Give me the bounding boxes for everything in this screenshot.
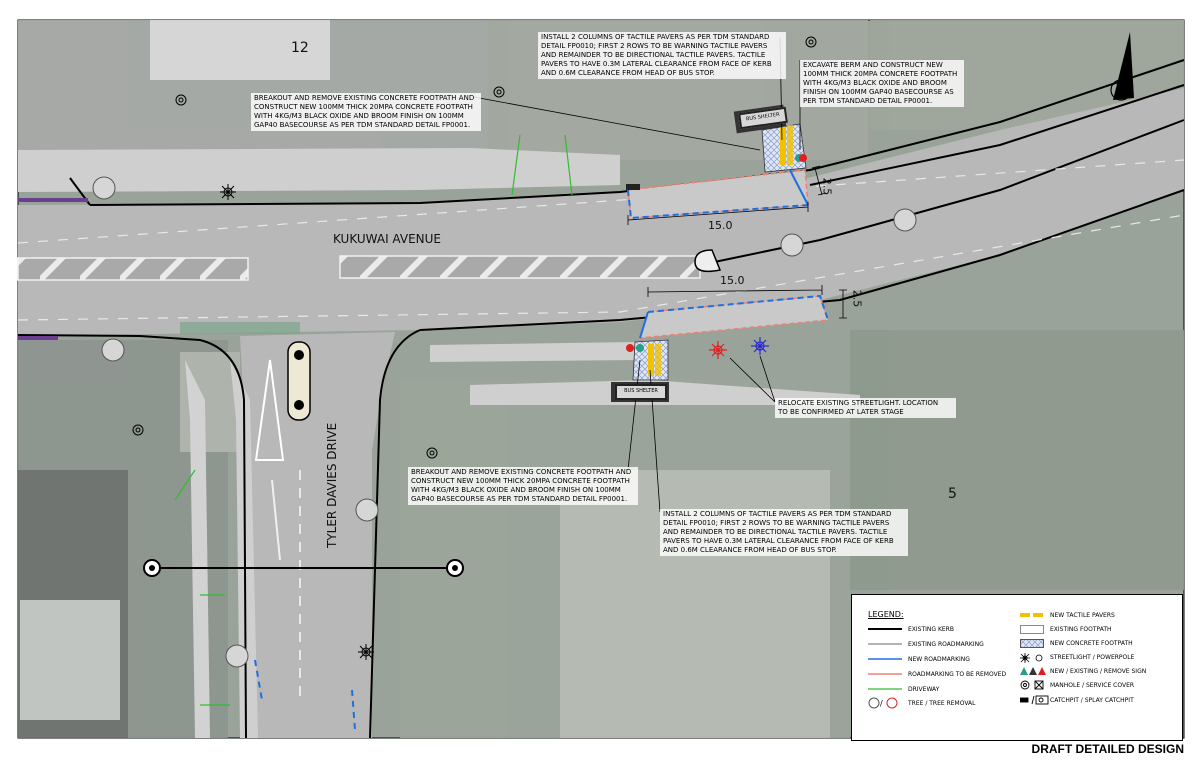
lot-number-12: 12 — [291, 40, 309, 56]
driveway-line — [511, 134, 573, 196]
legend-sign-icon — [1020, 667, 1046, 675]
dimension-top-width: 2.5 — [820, 177, 834, 196]
legend-remove-roadmarking-icon — [868, 673, 902, 675]
legend-manhole-icon — [1020, 680, 1044, 690]
legend-label: NEW TACTILE PAVERS — [1050, 612, 1115, 619]
legend-label: NEW ROADMARKING — [908, 656, 970, 663]
drawing-status-title: DRAFT DETAILED DESIGN — [1031, 742, 1184, 756]
dimension-bottom — [647, 285, 823, 297]
legend-existing-footpath-icon — [1020, 625, 1044, 634]
legend-title: LEGEND: — [868, 610, 904, 619]
legend-label: TREE / TREE REMOVAL — [908, 700, 976, 707]
street-label-kukuwai: KUKUWAI AVENUE — [333, 232, 442, 246]
legend-label: DRIVEWAY — [908, 686, 940, 693]
north-arrow-icon — [1110, 32, 1134, 101]
streetlight-relocate-icons — [709, 337, 769, 359]
legend-label: NEW CONCRETE FOOTPATH — [1050, 640, 1133, 647]
legend-driveway-icon — [868, 688, 902, 690]
dimension-top-length: 15.0 — [708, 219, 733, 232]
legend-tree-icon: / — [868, 697, 898, 709]
note-breakout-south: BREAKOUT AND REMOVE EXISTING CONCRETE FO… — [408, 467, 638, 505]
legend-streetlight-icon — [1020, 653, 1043, 663]
street-label-tyler-davies: TYLER DAVIES DRIVE — [325, 422, 339, 548]
streetlight-icons — [220, 184, 374, 660]
note-tactile-pavers-south: INSTALL 2 COLUMNS OF TACTILE PAVERS AS P… — [660, 509, 908, 556]
note-excavate-berm: EXCAVATE BERM AND CONSTRUCT NEW 100mm TH… — [800, 60, 964, 107]
manhole-icons — [132, 36, 817, 459]
note-breakout-north: BREAKOUT AND REMOVE EXISTING CONCRETE FO… — [251, 93, 481, 131]
dimension-top — [627, 202, 809, 225]
existing-kerb-south — [419, 189, 1185, 331]
legend-label: NEW / EXISTING / REMOVE SIGN — [1050, 668, 1147, 675]
legend-existing-kerb-icon — [868, 628, 902, 630]
legend-new-roadmarking-icon — [868, 658, 902, 660]
note-relocate-streetlight: RELOCATE EXISTING STREETLIGHT. LOCATION … — [775, 398, 956, 418]
bus-stop-north-works — [626, 123, 809, 220]
tree-icons — [92, 176, 917, 668]
lot-number-5: 5 — [948, 486, 957, 502]
legend-label: MANHOLE / SERVICE COVER — [1050, 682, 1135, 689]
kukuwai-avenue-road — [18, 88, 1184, 336]
dimension-bottom-length: 15.0 — [720, 274, 745, 287]
legend-label: CATCHPIT / SPLAY CATCHPIT — [1050, 697, 1134, 704]
legend-catchpit-icon — [1020, 695, 1049, 705]
legend-label: ROADMARKING TO BE REMOVED — [908, 671, 1007, 678]
bus-shelter-south: BUS SHELTER — [615, 384, 667, 400]
legend-label: EXISTING ROADMARKING — [908, 641, 984, 648]
svg-text:/: / — [880, 699, 883, 708]
legend-existing-roadmarking-icon — [868, 643, 902, 645]
legend-new-footpath-icon — [1020, 639, 1044, 648]
bus-stop-south-works — [626, 294, 830, 381]
legend-label: EXISTING FOOTPATH — [1050, 626, 1112, 633]
legend-label: STREETLIGHT / POWERPOLE — [1050, 654, 1135, 661]
dimension-bottom-width: 2.5 — [850, 289, 864, 308]
note-tactile-pavers-north: INSTALL 2 COLUMNS OF TACTILE PAVERS AS P… — [538, 32, 786, 79]
legend-tactile-pavers-icon — [1020, 613, 1043, 617]
legend-panel: LEGEND: EXISTING KERB EXISTING ROADMARKI… — [851, 594, 1183, 741]
legend-label: EXISTING KERB — [908, 626, 954, 633]
